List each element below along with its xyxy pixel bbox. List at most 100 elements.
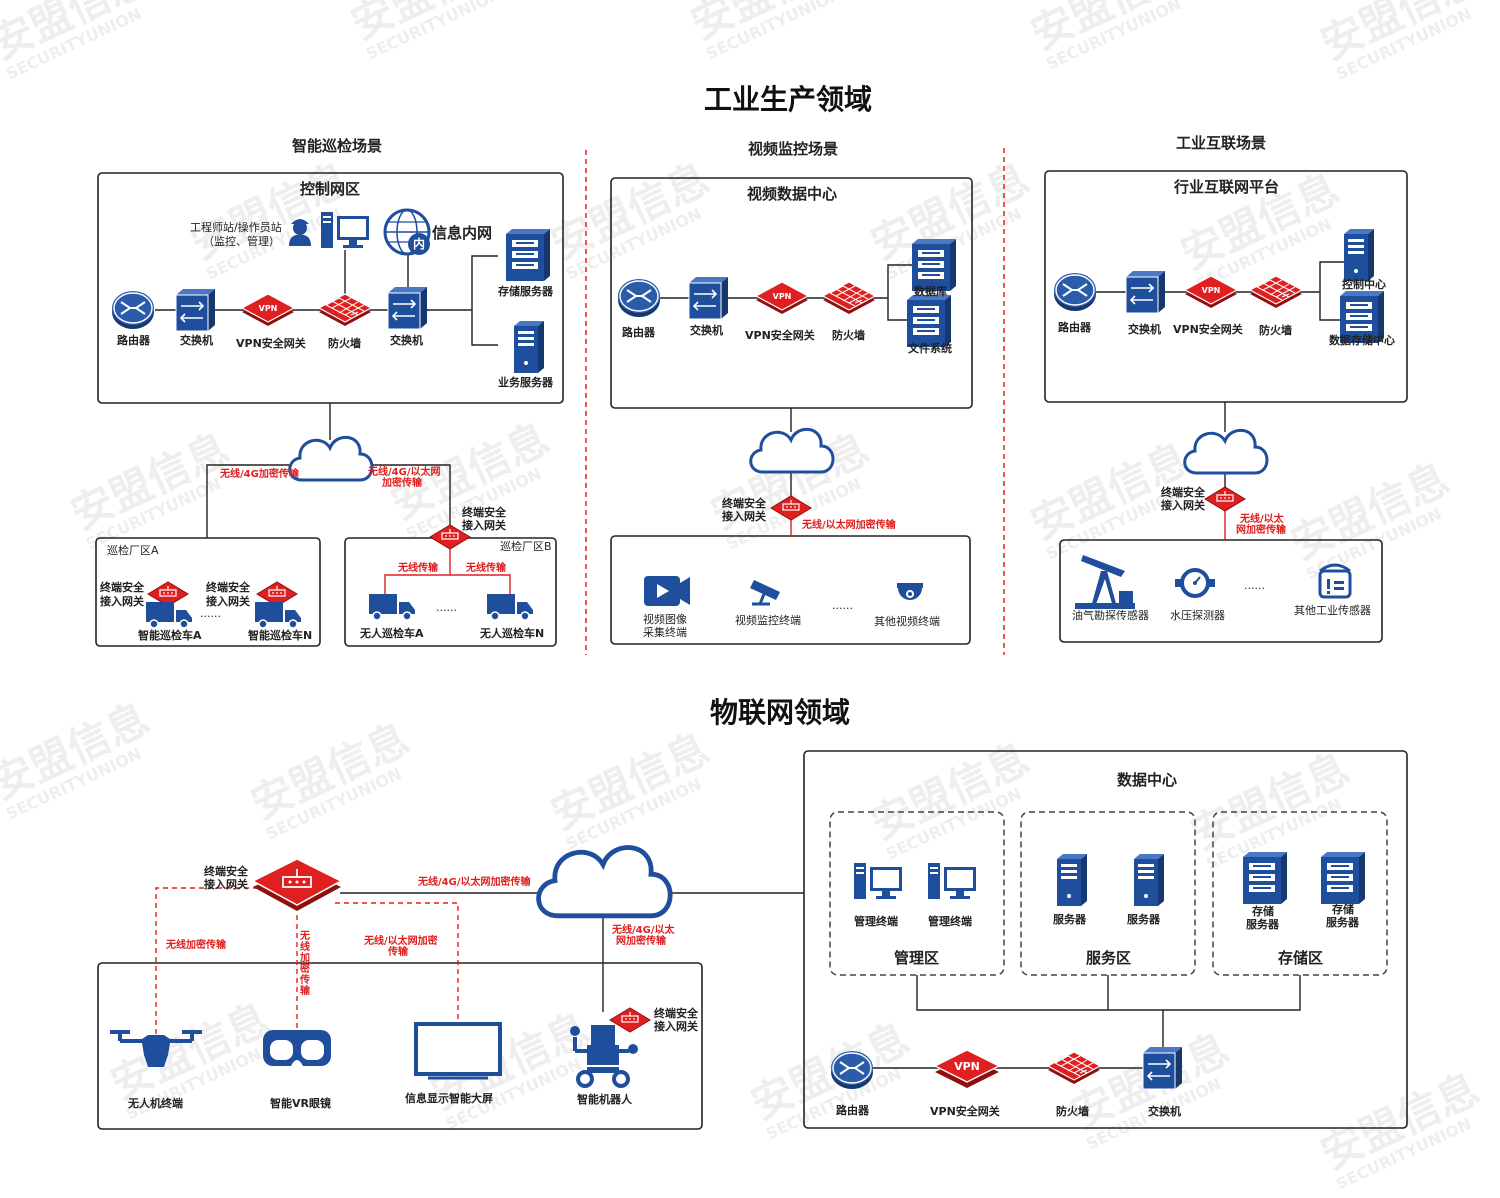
- scene1-plant-a-box: [95, 537, 321, 647]
- scene1-pc-icon: [321, 212, 369, 248]
- scene1-car-n-icon: [254, 601, 302, 629]
- scene1-car-a-label: 智能巡检车A: [138, 629, 202, 642]
- scene3-router-label: 路由器: [1058, 321, 1091, 334]
- cctv-icon: [750, 580, 780, 606]
- scene2-database-label: 数据库: [914, 285, 947, 298]
- scene1-switch2-icon: [387, 286, 428, 330]
- scene1-gateway-b-2: 接入网关: [462, 519, 506, 532]
- scene2-cam-1: 视频图像: [643, 613, 687, 626]
- iot-dc-label: 数据中心: [1117, 771, 1178, 789]
- scene1-router-icon: [111, 290, 155, 330]
- scene1-engineer-label: 工程师站/操作员站: [190, 221, 282, 234]
- scene2-vpn-icon: [755, 281, 809, 315]
- scene1-gw-a1-2: 接入网关: [100, 595, 144, 608]
- scene1-storage-server-icon: [506, 229, 550, 281]
- scene3-storage-label: 数据存储中心: [1329, 334, 1395, 347]
- scene2-firewall-label: 防火墙: [832, 329, 865, 342]
- iot-link-drone: 无线加密传输: [166, 940, 226, 951]
- iot-robot-gw-2: 接入网关: [654, 1020, 698, 1033]
- scene1-intranet-label: 信息内网: [432, 224, 493, 242]
- iot-switch-icon: [1142, 1046, 1183, 1090]
- iot-mgmt-term-1: 管理终端: [854, 915, 898, 928]
- scene3-vpn-label: VPN安全网关: [1173, 323, 1243, 336]
- server-1-icon: [1057, 854, 1087, 906]
- iot-cloud-icon: [539, 848, 671, 916]
- iot-server-zone: 服务区: [1086, 949, 1132, 967]
- scene2-other: 其他视频终端: [874, 615, 940, 628]
- iot-storage-zone: 存储区: [1278, 949, 1324, 967]
- iot-storage-2a: 存储: [1332, 903, 1354, 916]
- scene3-link-2: 网加密传输: [1236, 525, 1286, 536]
- scene1-switch2-label: 交换机: [390, 334, 423, 347]
- scene1-gw-a2-2: 接入网关: [206, 595, 250, 608]
- iot-link-robot-1: 无线/4G/以太: [612, 925, 675, 936]
- scene3-switch-label: 交换机: [1128, 323, 1161, 336]
- scene1-drone-car-a: 无人巡检车A: [360, 627, 424, 640]
- scene1-dots-a: ......: [200, 607, 221, 620]
- scene1-vpn-label: VPN安全网关: [236, 337, 306, 350]
- iot-devices-box: [97, 962, 703, 1130]
- iot-link-screen-2: 传输: [388, 947, 408, 958]
- storage-1-icon: [1243, 852, 1287, 904]
- scene2-database-icon: [912, 239, 956, 291]
- iot-storage-1b: 服务器: [1246, 918, 1279, 931]
- drone-icon: [110, 1030, 202, 1067]
- iot-firewall-icon: [1047, 1051, 1101, 1085]
- iot-server-2: 服务器: [1127, 913, 1160, 926]
- iot-drone-label: 无人机终端: [128, 1097, 183, 1110]
- video-capture-icon: [644, 576, 690, 606]
- scene2-filesystem-label: 文件系统: [908, 342, 952, 355]
- iot-gateway-icon: [251, 858, 343, 911]
- intranet-globe-icon: 内: [383, 208, 431, 256]
- scene2-firewall-icon: [822, 281, 876, 315]
- scene1-router-label: 路由器: [117, 334, 150, 347]
- iot-link-vr-0: 无: [300, 931, 310, 942]
- scene2-dots: ......: [832, 599, 853, 612]
- scene1-plant-b: 巡检厂区B: [500, 540, 552, 553]
- iot-dc-box: [803, 750, 1408, 1129]
- iot-router-icon: [830, 1050, 874, 1090]
- iot-mgmt-term-2: 管理终端: [928, 915, 972, 928]
- scene1-zone-label: 控制网区: [300, 180, 361, 198]
- water-meter-icon: [1175, 568, 1215, 598]
- scene2-filesystem-icon: [907, 295, 951, 347]
- scene3-link-1: 无线/以太: [1240, 514, 1284, 525]
- scene2-monitor: 视频监控终端: [735, 614, 801, 627]
- iot-firewall-label: 防火墙: [1056, 1105, 1089, 1118]
- scene1-switch1-label: 交换机: [180, 334, 213, 347]
- svg-text:内: 内: [413, 236, 425, 251]
- iot-graphics: VPN: [97, 750, 1408, 1130]
- scene2-graphics: [610, 177, 973, 645]
- scene2-vpn-label: VPN安全网关: [745, 329, 815, 342]
- scene2-switch-label: 交换机: [690, 324, 723, 337]
- scene2-gateway-1: 终端安全: [722, 497, 766, 510]
- scene1-car-n-label: 智能巡检车N: [248, 629, 313, 642]
- scene1-gateway-b-1: 终端安全: [462, 506, 506, 519]
- scene1-link-right-2: 加密传输: [382, 478, 422, 489]
- mgmt-zone-box: [829, 811, 1005, 976]
- scene1-title: 智能巡检场景: [292, 137, 383, 155]
- scene3-sensors-box: [1059, 539, 1383, 643]
- scene1-dots-b: ......: [436, 601, 457, 614]
- iot-link-vr-1: 线: [300, 942, 310, 953]
- iot-robot-label: 智能机器人: [577, 1093, 632, 1106]
- scene2-cam-2: 采集终端: [643, 626, 687, 639]
- scene2-router-icon: [617, 278, 661, 318]
- iot-vpn-icon: VPN: [933, 1049, 1001, 1088]
- mgmt-terminal-2-icon: [928, 863, 976, 899]
- scene1-link-right-1: 无线/4G/以太网: [368, 467, 441, 478]
- dome-camera-icon: [897, 583, 923, 600]
- scene2-zone-label: 视频数据中心: [747, 185, 838, 203]
- scene3-vpn-icon: [1184, 275, 1238, 309]
- server-2-icon: [1134, 854, 1164, 906]
- iot-router-label: 路由器: [836, 1104, 869, 1117]
- scene1-cloud-icon: [288, 435, 374, 482]
- scene1-drone-car-a-icon: [368, 593, 416, 621]
- scene3-gateway-icon: [1204, 486, 1246, 512]
- iot-link-vr-5: 输: [300, 986, 310, 997]
- scene1-wireless-2: 无线传输: [466, 563, 506, 574]
- scene1-vpn-icon: [241, 293, 295, 327]
- scene1-link-left: 无线/4G加密传输: [220, 469, 299, 480]
- iot-robot-gw-1: 终端安全: [654, 1007, 698, 1020]
- scene3-water: 水压探测器: [1170, 609, 1225, 622]
